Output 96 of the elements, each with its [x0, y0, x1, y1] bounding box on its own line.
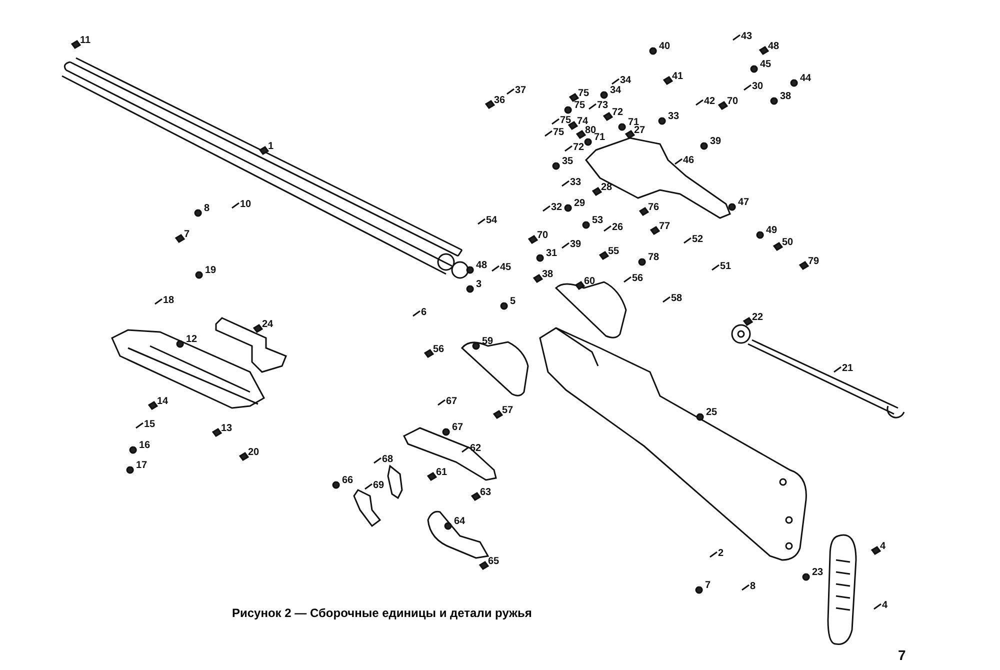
callout-number: 72	[573, 143, 584, 153]
callout-number: 75	[553, 128, 564, 138]
callout-number: 41	[672, 72, 684, 82]
callout-number: 58	[671, 294, 682, 304]
callout-number: 47	[738, 198, 750, 208]
callout-number: 51	[720, 262, 732, 272]
callout-number: 7	[705, 581, 711, 591]
callout-number: 1	[268, 142, 274, 152]
callout-number: 46	[683, 156, 694, 166]
callout-number: 76	[648, 203, 660, 213]
callout-number: 39	[570, 240, 582, 250]
callout-number: 30	[752, 82, 764, 92]
callout-number: 48	[768, 42, 780, 52]
callout-number: 21	[842, 364, 854, 374]
callout-number: 48	[476, 261, 488, 271]
callout-number: 72	[612, 108, 624, 118]
callout-number: 65	[488, 557, 500, 567]
callout-number: 8	[204, 204, 210, 214]
callout-number: 42	[704, 97, 716, 107]
callout-number: 75	[578, 89, 590, 99]
figure-caption: Рисунок 2 — Сборочные единицы и детали ружья	[232, 606, 532, 620]
callout-number: 68	[382, 455, 394, 465]
callout-number: 60	[584, 277, 596, 287]
callout-number: 11	[80, 36, 91, 46]
callout-number: 49	[766, 226, 778, 236]
callout-number: 25	[706, 408, 718, 418]
callout-number: 57	[502, 406, 514, 416]
callout-number: 33	[570, 178, 582, 188]
callout-number: 24	[262, 320, 274, 330]
callout-number: 27	[634, 126, 646, 136]
callout-number: 36	[494, 96, 506, 106]
callout-number: 80	[585, 126, 596, 136]
callout-number: 28	[601, 183, 612, 193]
callout-number: 4	[880, 542, 886, 552]
callout-number: 70	[537, 231, 548, 241]
callout-number: 5	[510, 297, 516, 307]
callout-number: 66	[342, 476, 354, 486]
callout-number: 13	[221, 424, 232, 434]
callout-number: 56	[632, 274, 644, 284]
callout-number: 45	[500, 263, 512, 273]
callout-number: 19	[205, 266, 216, 276]
callout-number: 34	[610, 86, 622, 96]
callout-number: 74	[577, 117, 588, 127]
callout-number: 45	[760, 60, 772, 70]
callout-number: 59	[482, 337, 494, 347]
callout-number: 79	[808, 257, 820, 267]
callout-number: 64	[454, 517, 466, 527]
callout-number: 34	[620, 76, 632, 86]
callout-number: 78	[648, 253, 660, 263]
callout-number: 15	[144, 420, 156, 430]
callout-number: 20	[248, 448, 260, 458]
callout-number: 31	[546, 249, 558, 259]
callout-number: 73	[597, 101, 608, 111]
callout-number: 16	[139, 441, 150, 451]
callout-number: 12	[186, 335, 198, 345]
callout-number: 53	[592, 216, 604, 226]
callout-number: 67	[446, 397, 458, 407]
callout-number: 6	[421, 308, 427, 318]
callout-number: 40	[659, 42, 670, 52]
callout-number: 8	[750, 582, 756, 592]
page-number: 7	[898, 648, 906, 662]
callout-number: 63	[480, 488, 492, 498]
callout-number: 43	[741, 32, 752, 42]
callout-number: 77	[659, 222, 670, 232]
callout-number: 54	[486, 216, 498, 226]
callout-number: 75	[574, 101, 586, 111]
callout-number: 38	[780, 92, 792, 102]
callout-number: 71	[594, 133, 606, 143]
callout-number: 67	[452, 423, 464, 433]
callout-number: 38	[542, 270, 554, 280]
callout-number: 4	[882, 601, 888, 611]
callout-number: 32	[551, 203, 562, 213]
callout-number: 61	[436, 468, 448, 478]
callout-number: 10	[240, 200, 252, 210]
callout-number: 75	[560, 116, 572, 126]
callout-number: 22	[752, 313, 764, 323]
callout-number: 35	[562, 157, 574, 167]
callout-number: 18	[163, 296, 174, 306]
callout-number: 44	[800, 74, 812, 84]
callout-number: 37	[515, 86, 526, 96]
callout-number: 50	[782, 238, 794, 248]
callout-number: 52	[692, 235, 704, 245]
callout-number: 69	[373, 481, 384, 491]
callout-number: 39	[710, 137, 722, 147]
callout-number: 70	[727, 97, 738, 107]
callout-number: 23	[812, 568, 824, 578]
callout-number: 29	[574, 199, 586, 209]
callout-number: 14	[157, 397, 168, 407]
callout-number: 3	[476, 280, 482, 290]
callout-number: 17	[136, 461, 148, 471]
callout-number: 2	[718, 549, 724, 559]
callout-number: 7	[184, 230, 190, 240]
callout-number: 56	[433, 345, 444, 355]
callout-number: 33	[668, 112, 680, 122]
callout-number: 26	[612, 223, 624, 233]
callout-number: 55	[608, 247, 620, 257]
